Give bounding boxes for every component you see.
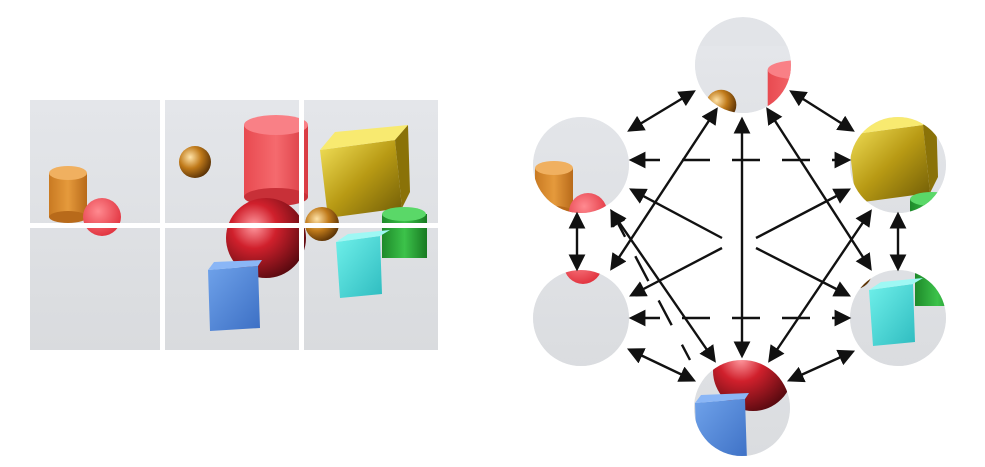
edge-top-lr xyxy=(766,107,872,271)
node-bottom xyxy=(694,360,790,456)
patch-graph-panel xyxy=(533,17,946,456)
edge-c-ul xyxy=(629,188,723,240)
edge-ul-bot xyxy=(610,209,716,363)
edge-top-ur xyxy=(789,90,855,132)
node-upper-left xyxy=(533,117,629,213)
edge-c-ll xyxy=(629,246,723,297)
edge-lr-bot xyxy=(786,349,856,383)
edge-bot-ll xyxy=(626,348,697,382)
edge-top-ll xyxy=(610,107,718,271)
edge-c-lr xyxy=(755,246,851,297)
node-lower-right xyxy=(850,270,946,366)
node-top xyxy=(695,17,791,113)
edge-ul-bot-dashed xyxy=(610,209,692,361)
grid-divider-h xyxy=(30,223,438,228)
edge-ul-top xyxy=(627,90,696,132)
edge-c-ur xyxy=(755,188,851,240)
scene-grid-panel xyxy=(30,100,438,350)
edge-ur-bot xyxy=(768,209,872,363)
node-lower-left xyxy=(533,270,629,366)
node-upper-right xyxy=(850,117,946,213)
dashed-edges xyxy=(610,151,852,361)
